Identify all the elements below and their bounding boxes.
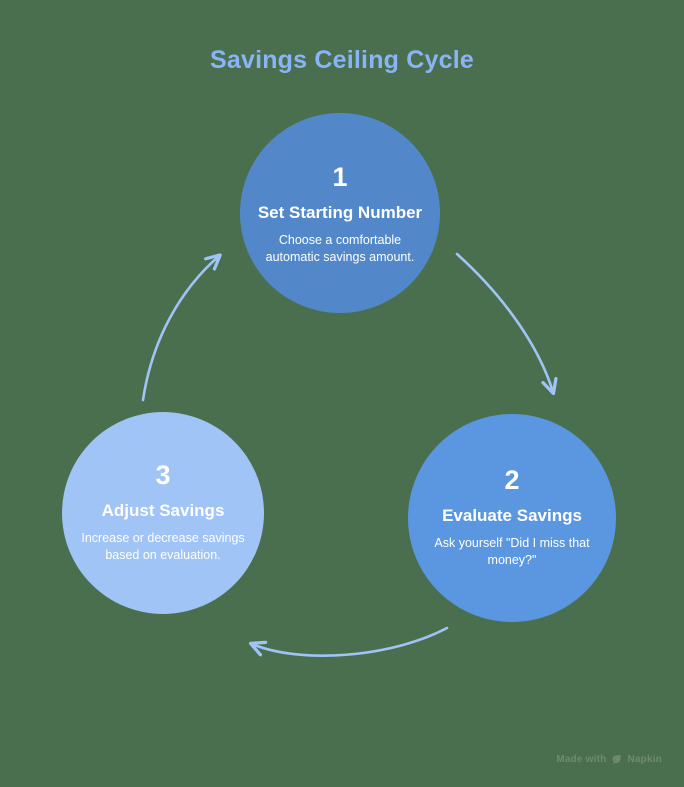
- cycle-node-3-title: Adjust Savings: [101, 500, 225, 520]
- cycle-node-2-number: 2: [504, 464, 520, 495]
- cycle-node-1-description: Choose a comfortable automatic savings a…: [265, 232, 415, 265]
- watermark-brand: Napkin: [627, 754, 662, 765]
- cycle-node-1-title: Set Starting Number: [257, 202, 423, 222]
- cycle-node-2[interactable]: 2 Evaluate Savings Ask yourself "Did I m…: [408, 414, 616, 622]
- cycle-node-2-description: Ask yourself "Did I miss that money?": [434, 535, 590, 568]
- watermark-prefix: Made with: [556, 754, 607, 765]
- page-title: Savings Ceiling Cycle: [209, 46, 474, 74]
- arrow-one-to-two: [455, 252, 553, 392]
- cycle-node-1-number: 1: [332, 161, 348, 192]
- cycle-node-3-number: 3: [155, 459, 171, 490]
- arrow-three-to-one: [141, 256, 219, 402]
- cycle-node-3[interactable]: 3 Adjust Savings Increase or decrease sa…: [62, 412, 264, 614]
- leaf-icon: [611, 754, 622, 765]
- arrow-two-to-three: [252, 626, 449, 657]
- cycle-node-3-description: Increase or decrease savings based on ev…: [81, 530, 245, 563]
- cycle-node-2-title: Evaluate Savings: [442, 505, 582, 525]
- cycle-node-1[interactable]: 1 Set Starting Number Choose a comfortab…: [240, 113, 440, 313]
- watermark: Made with Napkin: [556, 754, 662, 765]
